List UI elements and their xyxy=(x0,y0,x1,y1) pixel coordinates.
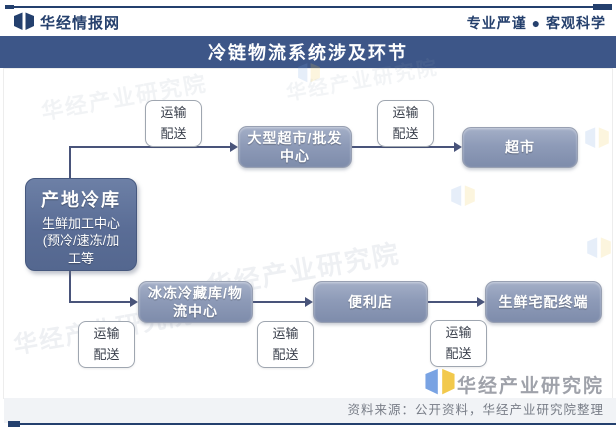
node-convenience-store: 便利店 xyxy=(313,281,428,323)
chart-title-bar: 冷链物流系统涉及环节 xyxy=(0,36,616,68)
transport-badge: 运输 配送 xyxy=(78,321,135,368)
connector-source-up xyxy=(69,147,71,179)
node-origin-subtitle: 生鲜加工中心 (预冷/速冻/加 工等 xyxy=(41,216,120,266)
top-rule-left-block xyxy=(5,5,14,9)
arrowhead-wholesale xyxy=(230,142,238,152)
transport-badge: 运输 配送 xyxy=(145,100,202,147)
brand-name: 华经情报网 xyxy=(40,15,121,32)
huajing-logo-icon xyxy=(14,12,34,30)
watermark-logo-icon xyxy=(451,185,475,207)
data-source-note: 资料来源：公开资料，华经产业研究院整理 xyxy=(347,403,604,417)
watermark-logo-icon xyxy=(585,127,609,149)
connector-to-wholesale xyxy=(69,146,230,148)
huajing-footer-logo-icon xyxy=(425,368,455,395)
source-strip: 资料来源：公开资料，华经产业研究院整理 xyxy=(4,398,616,423)
connector-source-down xyxy=(69,270,71,303)
arrowhead-convenience xyxy=(305,297,313,307)
node-origin-title: 产地冷库 xyxy=(41,190,121,210)
arrowhead-supermarket xyxy=(454,142,462,152)
top-rule-right-block xyxy=(593,4,612,10)
arrowhead-delivery xyxy=(477,297,485,307)
connector-to-coldstorage xyxy=(69,301,130,303)
chart-title: 冷链物流系统涉及环节 xyxy=(208,43,408,63)
node-wholesale-center: 大型超市/批发 中心 xyxy=(238,126,352,168)
bottom-rule xyxy=(8,423,616,425)
arrowhead-coldstorage xyxy=(130,297,138,307)
transport-badge: 运输 配送 xyxy=(257,321,314,368)
transport-badge: 运输 配送 xyxy=(377,100,434,147)
header-slogan: 专业严谨 ● 客观科学 xyxy=(466,15,606,31)
connector-to-delivery xyxy=(428,301,477,303)
footer-brand-name: 华经产业研究院 xyxy=(456,376,604,397)
node-frozen-cold-storage-logistics-center: 冰冻冷藏库/物 流中心 xyxy=(138,281,253,323)
node-origin-cold-storage: 产地冷库 生鲜加工中心 (预冷/速冻/加 工等 xyxy=(25,178,137,271)
node-supermarket: 超市 xyxy=(462,127,578,168)
connector-to-supermarket xyxy=(352,146,454,148)
transport-badge: 运输 配送 xyxy=(430,320,487,367)
watermark-logo-icon xyxy=(587,237,611,259)
connector-to-convenience xyxy=(253,301,305,303)
node-fresh-home-delivery-terminal: 生鲜宅配终端 xyxy=(485,281,602,323)
top-rule xyxy=(10,6,610,8)
